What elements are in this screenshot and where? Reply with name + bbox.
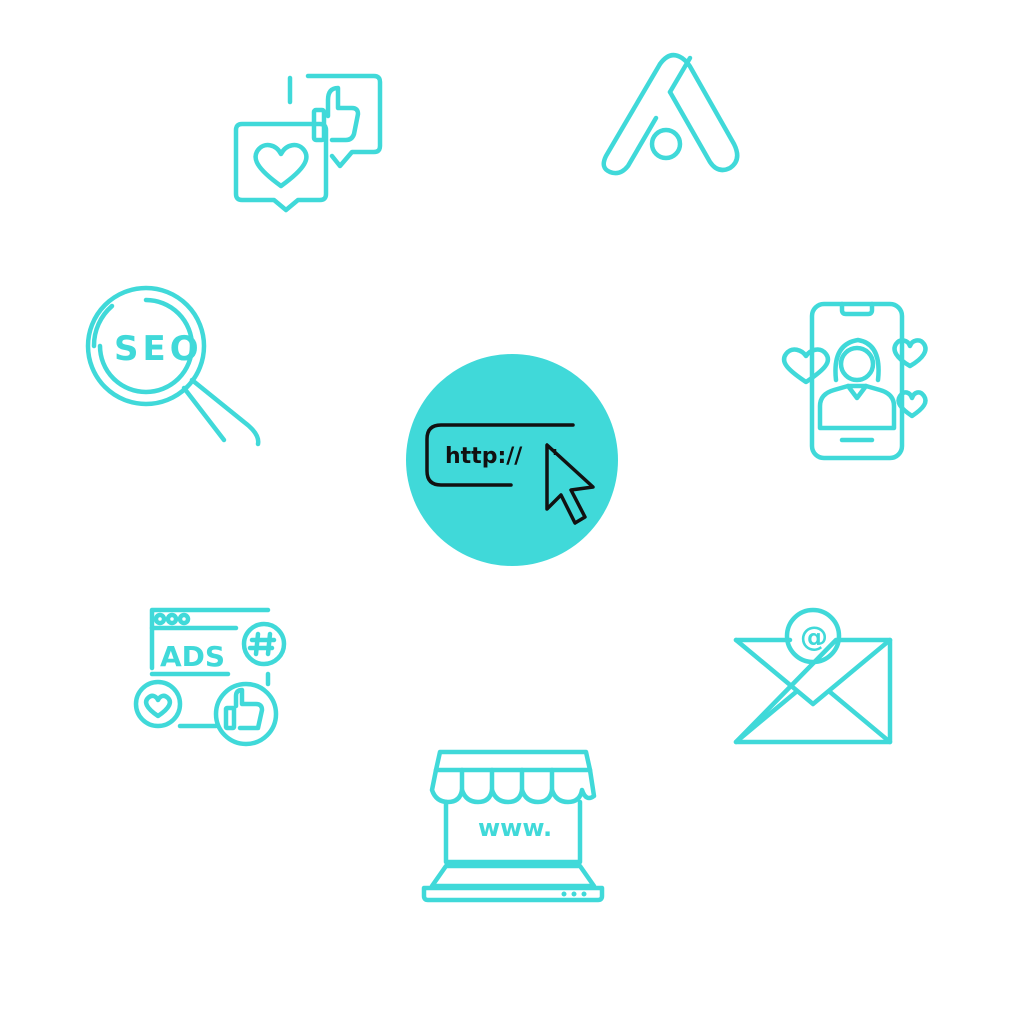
- url-text: http://: [445, 444, 523, 469]
- social-ads-icon: ADS: [132, 604, 292, 750]
- online-store-icon: www.: [418, 746, 608, 906]
- email-marketing-icon: @: [730, 596, 896, 748]
- social-likes-icon: [228, 68, 388, 213]
- cursor-arrow-icon: [545, 443, 595, 525]
- at-sign-icon: @: [800, 620, 828, 653]
- influencer-phone-icon: [776, 300, 936, 464]
- ads-label: ADS: [160, 640, 225, 673]
- browser-url-cursor-icon: http://: [405, 353, 619, 567]
- www-label: www.: [478, 814, 552, 842]
- google-ads-icon: [596, 48, 744, 176]
- seo-label: SEO: [114, 329, 203, 369]
- center-circle: [406, 354, 618, 566]
- seo-magnifier-icon: SEO: [84, 284, 264, 448]
